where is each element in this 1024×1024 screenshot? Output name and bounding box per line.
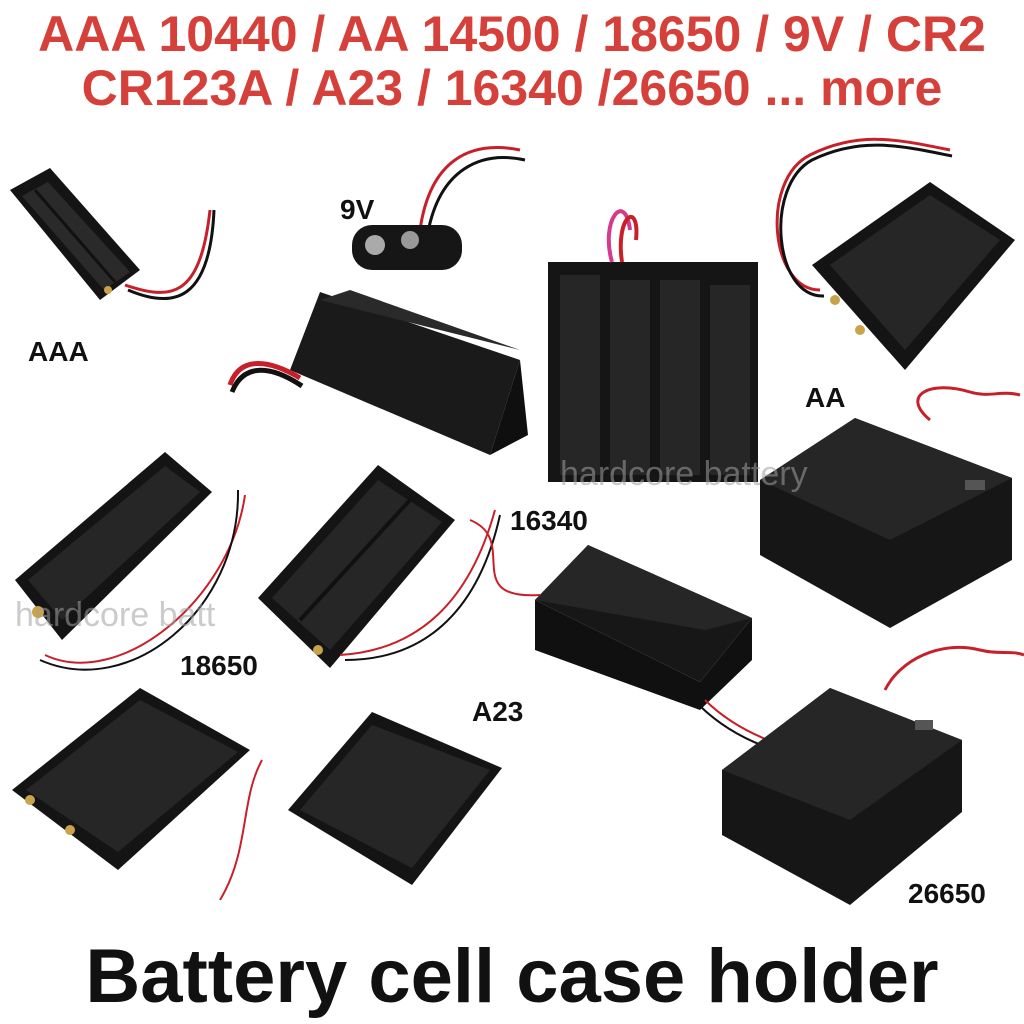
stacked-cell-holder <box>548 209 758 482</box>
label-18650: 18650 <box>180 650 258 681</box>
label-a23: A23 <box>472 696 524 727</box>
headline-line-1: AAA 10440 / AA 14500 / 18650 / 9V / CR2 <box>38 6 986 62</box>
label-9v: 9V <box>340 194 375 225</box>
label-26650: 26650 <box>908 878 986 909</box>
page-title: Battery cell case holder <box>85 934 939 1019</box>
switched-box-holder-4cell <box>760 386 1021 628</box>
watermark-left: hardcore batt <box>15 596 216 634</box>
switched-box-holder-3cell <box>722 645 1024 905</box>
9v-snap-connector <box>352 146 526 270</box>
aaa-holder <box>10 168 216 301</box>
18650-single-holder <box>15 452 246 671</box>
label-16340: 16340 <box>510 505 588 536</box>
9v-box-holder <box>227 290 528 455</box>
18650-double-holder <box>258 465 501 668</box>
aa-holder <box>775 137 1015 370</box>
watermark-right: hardcore battery <box>560 455 808 493</box>
headline-line-2: CR123A / A23 / 16340 /26650 ... more <box>81 60 943 116</box>
label-aa: AA <box>805 382 846 413</box>
label-aaa: AAA <box>28 336 89 367</box>
18650-triple-holder <box>12 688 250 870</box>
4-slot-holder <box>219 712 502 901</box>
